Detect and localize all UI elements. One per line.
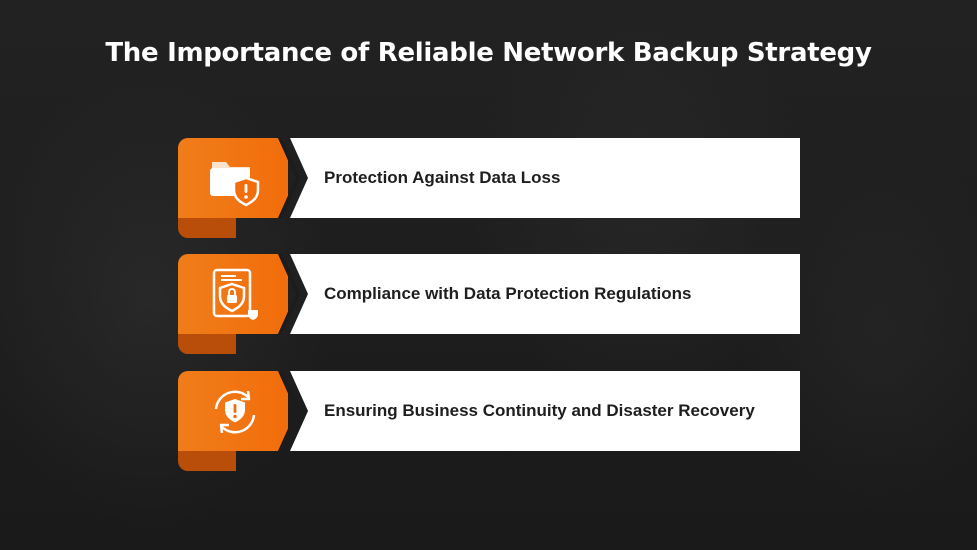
shield-recovery-arrows-icon xyxy=(206,383,264,441)
label-panel xyxy=(290,371,800,451)
icon-badge xyxy=(178,254,288,334)
list-item-continuity: Ensuring Business Continuity and Disaste… xyxy=(178,371,800,473)
label-panel xyxy=(290,254,800,334)
item-label: Compliance with Data Protection Regulati… xyxy=(324,284,692,303)
folder-shield-icon xyxy=(206,150,264,208)
item-label: Ensuring Business Continuity and Disaste… xyxy=(324,401,755,420)
item-label: Protection Against Data Loss xyxy=(324,168,561,187)
page-title: The Importance of Reliable Network Backu… xyxy=(105,38,872,68)
label-panel xyxy=(290,138,800,218)
document-lock-shield-icon xyxy=(206,266,264,324)
list-item-compliance: Compliance with Data Protection Regulati… xyxy=(178,254,800,356)
list-item-data-loss: Protection Against Data Loss xyxy=(178,138,800,240)
